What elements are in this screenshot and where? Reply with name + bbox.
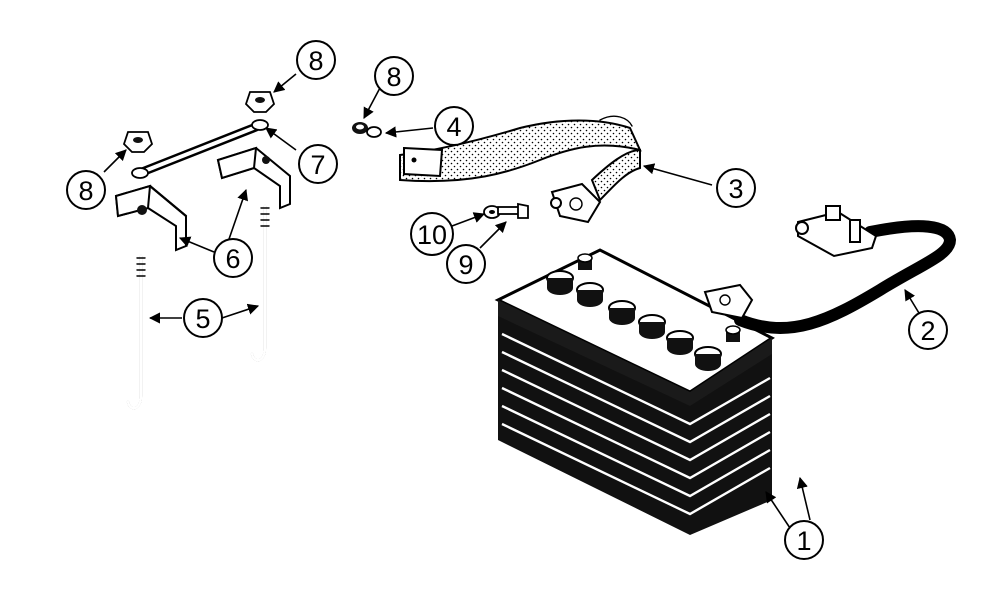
callout-6: 6 [213,238,253,278]
callout-7: 7 [298,144,338,184]
callout-8-top: 8 [296,40,336,80]
svg-text:6: 6 [225,244,240,274]
svg-text:2: 2 [920,316,935,346]
battery-ribs [501,332,771,516]
flat-washer [483,205,501,219]
svg-text:10: 10 [417,220,447,250]
nut-top [244,91,276,113]
svg-text:4: 4 [446,112,461,142]
svg-text:9: 9 [458,250,473,280]
nut-strap [352,122,368,134]
callouts: 1 2 3 4 5 6 7 8 [66,40,948,560]
svg-text:8: 8 [78,176,93,206]
battery-terminal-positive [725,325,741,342]
bracket-right [216,146,291,210]
svg-text:1: 1 [796,526,811,556]
callout-5: 5 [183,298,223,338]
svg-text:8: 8 [308,46,323,76]
svg-text:3: 3 [728,174,743,204]
battery-caps [546,270,722,371]
callout-3: 3 [716,168,756,208]
leader-arrows [103,73,923,529]
callout-10: 10 [410,212,454,256]
positive-cable [703,205,957,334]
j-bolt-right [250,204,270,362]
svg-text:5: 5 [195,304,210,334]
bracket-left [114,184,188,252]
callout-4: 4 [434,106,474,146]
bolt [497,202,529,219]
battery-terminal-negative [577,253,593,270]
j-bolt-left [126,254,146,410]
callout-9: 9 [446,244,486,284]
hold-down-rod [131,119,269,179]
callout-1: 1 [784,520,824,560]
lock-washer [366,126,382,138]
svg-text:7: 7 [310,150,325,180]
callout-2: 2 [908,310,948,350]
callout-8-strap: 8 [374,56,414,96]
battery [494,248,775,535]
ground-strap [399,115,642,224]
svg-text:8: 8 [386,62,401,92]
callout-8-left: 8 [66,170,106,210]
nut-left [122,131,154,153]
